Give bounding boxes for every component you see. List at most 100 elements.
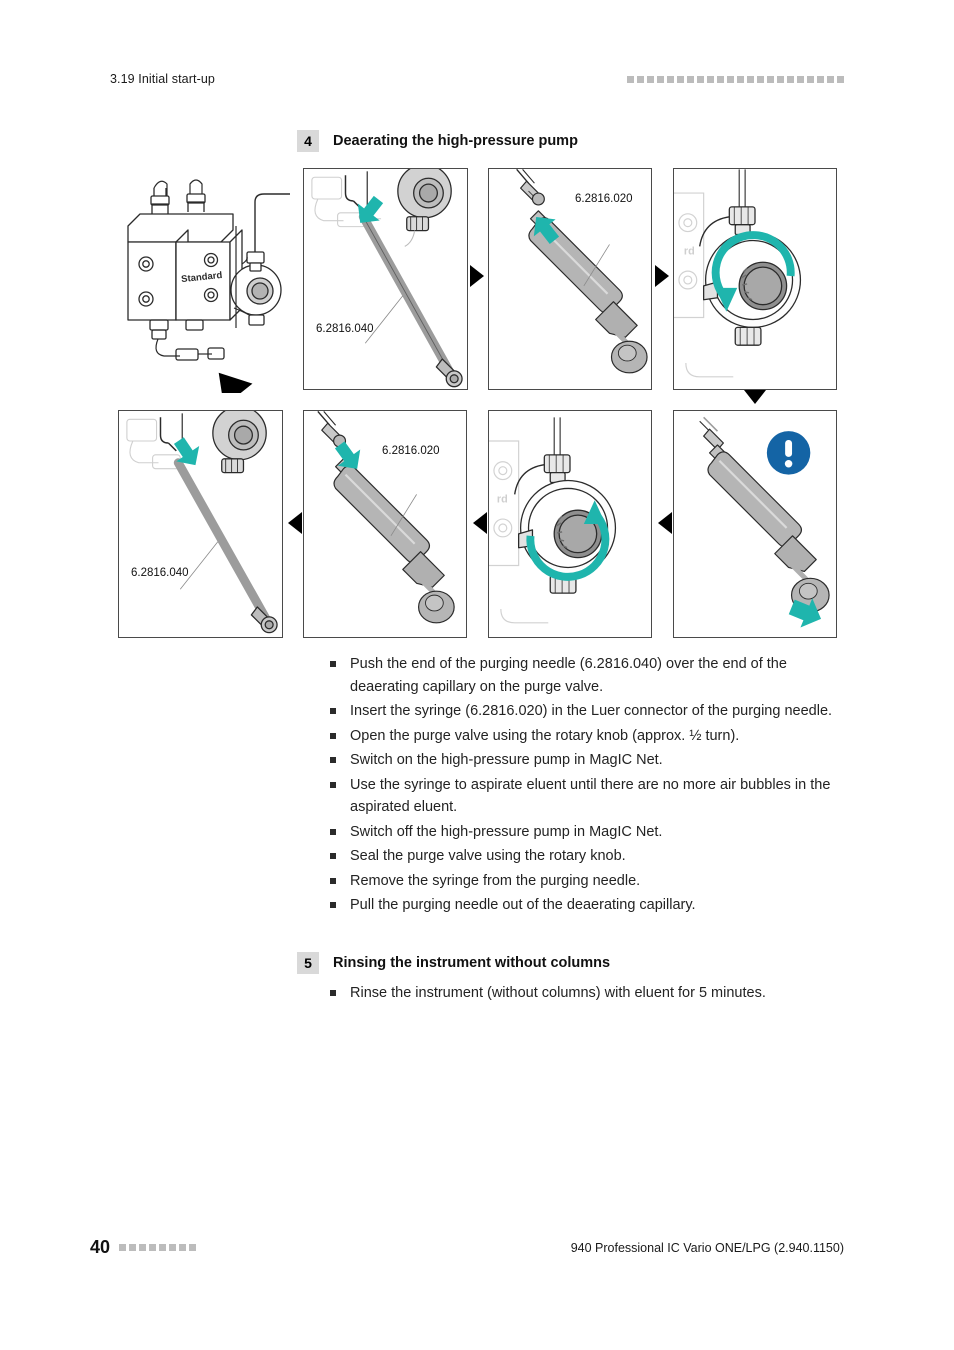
- remove-syringe-art: [317, 411, 455, 624]
- step-4-heading: 4 Deaerating the high-pressure pump: [297, 130, 578, 152]
- figure-panel-attach-needle: 6.2816.040: [303, 168, 468, 390]
- page-header: 3.19 Initial start-up: [110, 68, 844, 90]
- figure-panel-aspirate: [673, 410, 837, 638]
- aspirate-arrow-icon: [788, 598, 822, 628]
- marker-square: [119, 1244, 127, 1251]
- marker-square: [817, 75, 824, 83]
- figure-panel-insert-syringe: 6.2816.020: [488, 168, 652, 390]
- marker-square: [807, 75, 814, 83]
- footer-left-group: 40: [90, 1237, 197, 1258]
- bullet-marker-icon: [330, 990, 336, 996]
- flow-arrow-2: [655, 265, 669, 287]
- notice-icon: [766, 431, 811, 475]
- marker-square: [767, 75, 774, 83]
- bullet-marker-icon: [330, 708, 336, 714]
- bullet-item: Insert the syringe (6.2816.020) in the L…: [330, 700, 835, 723]
- rotate-cw-arrow-icon: [526, 500, 610, 581]
- figure-panel-seal-valve: rd: [488, 410, 652, 638]
- bullet-item: Switch off the high-pressure pump in Mag…: [330, 821, 835, 844]
- marker-square: [727, 75, 734, 83]
- figure-panel-open-valve: rd: [673, 168, 837, 390]
- step-5-title: Rinsing the instrument without columns: [333, 955, 611, 971]
- pump-head-standard-label: Standard: [181, 270, 223, 285]
- bullet-marker-icon: [330, 757, 336, 763]
- marker-square: [159, 1244, 167, 1251]
- bullet-item: Switch on the high-pressure pump in MagI…: [330, 749, 835, 772]
- attach-needle-art: [311, 169, 463, 388]
- step-4-number: 4: [297, 130, 319, 152]
- insert-arrow-icon: [357, 195, 384, 223]
- marker-square: [687, 75, 694, 83]
- bullet-marker-icon: [330, 902, 336, 908]
- bullet-item: Use the syringe to aspirate eluent until…: [330, 774, 835, 819]
- flow-arrow-6: [658, 512, 672, 534]
- bullet-text: Pull the purging needle out of the deaer…: [350, 897, 696, 913]
- bullet-text: Seal the purge valve using the rotary kn…: [350, 848, 626, 864]
- bullet-marker-icon: [330, 828, 336, 835]
- marker-square: [757, 75, 764, 83]
- marker-square: [827, 75, 834, 83]
- bullet-text: Open the purge valve using the rotary kn…: [350, 727, 740, 744]
- flow-arrow-1: [470, 265, 484, 287]
- insert-arrow-icon: [533, 216, 560, 244]
- part-label-purging-needle-row2: 6.2816.040: [131, 567, 189, 579]
- bullet-marker-icon: [330, 781, 336, 788]
- bullet-text: Use the syringe to aspirate eluent until…: [350, 776, 831, 816]
- marker-square: [717, 75, 724, 83]
- marker-square: [797, 75, 804, 83]
- marker-square: [787, 75, 794, 83]
- ghost-standard-label: rd: [497, 493, 508, 505]
- marker-square: [627, 75, 634, 83]
- open-valve-art: rd: [674, 169, 802, 378]
- ghost-standard-label: rd: [684, 245, 695, 257]
- bullet-item: Rinse the instrument (without columns) w…: [330, 982, 835, 1005]
- bullet-marker-icon: [330, 853, 336, 859]
- bullet-text: Switch on the high-pressure pump in MagI…: [350, 752, 663, 768]
- marker-square: [707, 75, 714, 83]
- marker-square: [637, 75, 644, 83]
- step-5-bullet-list: Rinse the instrument (without columns) w…: [330, 982, 835, 1007]
- part-label-syringe-row2: 6.2816.020: [382, 445, 440, 457]
- marker-square: [657, 75, 664, 83]
- marker-square: [667, 75, 674, 83]
- bullet-item: Open the purge valve using the rotary kn…: [330, 725, 835, 748]
- figure-panel-remove-syringe: 6.2816.020: [303, 410, 467, 638]
- insert-syringe-art: [516, 169, 648, 374]
- flow-arrow-3: [744, 390, 766, 404]
- footer-marker-run: [119, 1244, 197, 1251]
- header-section-title: 3.19 Initial start-up: [110, 72, 215, 86]
- pointer-arrow-icon: [218, 372, 253, 393]
- marker-square: [737, 75, 744, 83]
- figure-panel-pump-overview: Standard: [118, 168, 293, 393]
- marker-square: [169, 1244, 177, 1251]
- bullet-item: Pull the purging needle out of the deaer…: [330, 894, 835, 917]
- bullet-item: Seal the purge valve using the rotary kn…: [330, 845, 835, 868]
- pump-head-line-art: Standard: [127, 179, 290, 393]
- step-5-number: 5: [297, 952, 319, 974]
- footer-document-reference: 940 Professional IC Vario ONE/LPG (2.940…: [570, 1240, 844, 1255]
- bullet-marker-icon: [330, 877, 336, 884]
- bullet-text: Rinse the instrument (without columns) w…: [350, 985, 766, 1001]
- remove-arrow-icon: [334, 441, 361, 469]
- bullet-marker-icon: [330, 732, 336, 739]
- marker-square: [697, 75, 704, 83]
- step-5-heading: 5 Rinsing the instrument without columns: [297, 952, 610, 974]
- remove-arrow-icon: [173, 437, 200, 466]
- marker-square: [747, 75, 754, 83]
- marker-square: [677, 75, 684, 83]
- step-4-bullet-list: Push the end of the purging needle (6.28…: [330, 653, 835, 919]
- marker-square: [179, 1244, 187, 1251]
- part-label-purging-needle: 6.2816.040: [316, 323, 374, 335]
- part-label-syringe: 6.2816.020: [575, 193, 633, 205]
- marker-square: [647, 75, 654, 83]
- aspirate-art: [699, 416, 830, 628]
- page-number: 40: [90, 1237, 111, 1257]
- marker-square: [837, 75, 844, 83]
- rotate-ccw-arrow-icon: [711, 231, 795, 312]
- figure-panel-remove-needle: 6.2816.040: [118, 410, 283, 638]
- bullet-item: Remove the syringe from the purging need…: [330, 870, 835, 893]
- seal-valve-art: rd: [489, 417, 617, 624]
- flow-arrow-4: [288, 512, 302, 534]
- marker-square: [139, 1244, 147, 1251]
- bullet-text: Switch off the high-pressure pump in Mag…: [350, 823, 663, 840]
